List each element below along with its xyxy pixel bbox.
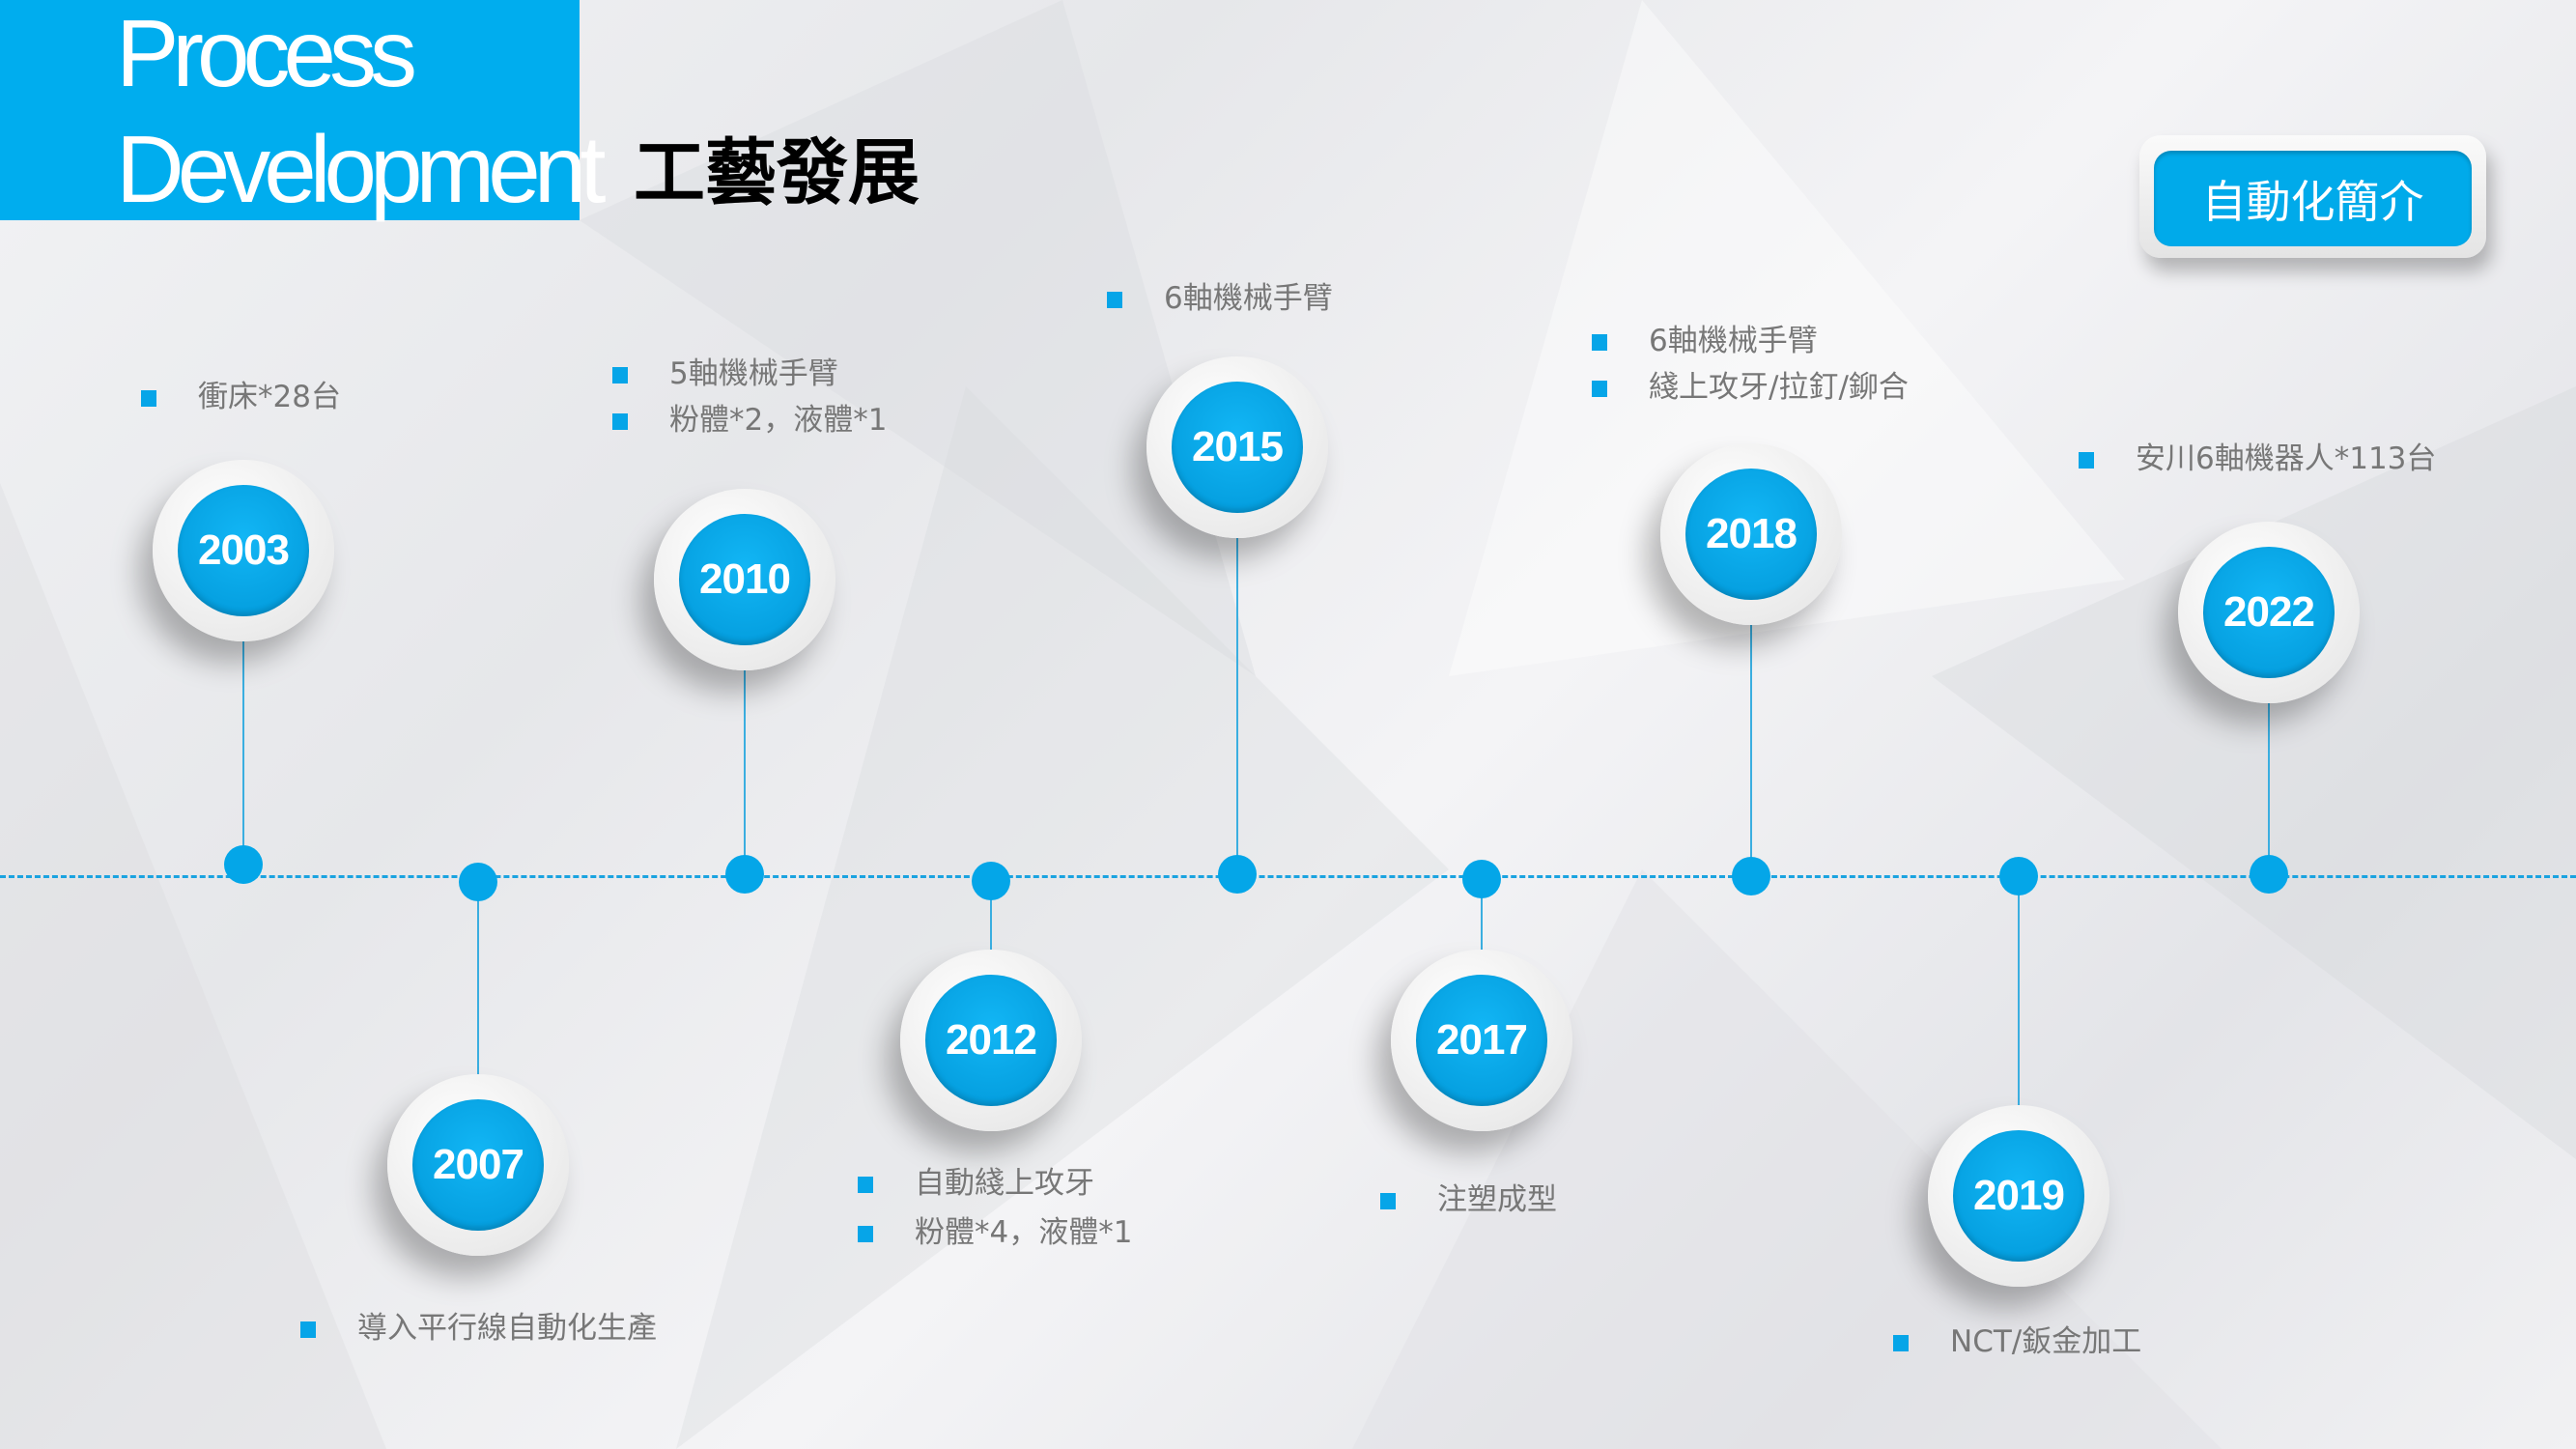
- milestone-note: 注塑成型: [1437, 1182, 1557, 1217]
- year-badge-2019[interactable]: 2019: [1928, 1105, 2109, 1287]
- year-badge-2022[interactable]: 2022: [2178, 522, 2360, 703]
- bullet-icon: [1592, 334, 1607, 351]
- timeline-dot[interactable]: [2250, 855, 2288, 894]
- timeline-dot[interactable]: [1462, 860, 1501, 898]
- milestone-connector: [2018, 876, 2020, 1196]
- timeline-dot[interactable]: [972, 862, 1010, 900]
- year-badge-2012[interactable]: 2012: [900, 950, 1082, 1131]
- milestone-note: 自動綫上攻牙: [915, 1166, 1094, 1201]
- bullet-icon: [1893, 1335, 1909, 1351]
- timeline-dot[interactable]: [224, 845, 263, 884]
- year-label: 2015: [1172, 382, 1303, 513]
- year-badge-2017[interactable]: 2017: [1391, 950, 1572, 1131]
- year-label: 2022: [2203, 547, 2335, 678]
- milestone-note: 安川6軸機器人*113台: [2136, 441, 2437, 476]
- timeline-dot[interactable]: [1218, 855, 1257, 894]
- milestone-note: 衝床*28台: [198, 380, 341, 414]
- bullet-icon: [2079, 452, 2094, 469]
- bullet-icon: [858, 1177, 873, 1193]
- milestone-note: 綫上攻牙/拉釘/鉚合: [1649, 370, 1909, 405]
- bullet-icon: [612, 367, 628, 384]
- milestone-note: 粉體*4，液體*1: [915, 1215, 1133, 1250]
- milestone-note: 5軸機械手臂: [669, 356, 838, 391]
- milestone-connector: [2268, 612, 2270, 874]
- year-label: 2018: [1685, 469, 1817, 600]
- bullet-icon: [1592, 381, 1607, 397]
- automation-intro-label[interactable]: 自動化簡介: [2154, 151, 2472, 246]
- year-badge-2010[interactable]: 2010: [654, 489, 835, 670]
- timeline-dot[interactable]: [1999, 857, 2038, 895]
- timeline-dot[interactable]: [459, 863, 497, 901]
- year-label: 2019: [1953, 1130, 2084, 1262]
- year-label: 2007: [412, 1099, 544, 1231]
- bullet-icon: [1380, 1193, 1396, 1209]
- header-banner: Process Development: [0, 0, 606, 220]
- milestone-note: 導入平行線自動化生產: [357, 1311, 657, 1346]
- automation-intro-button[interactable]: 自動化簡介: [2139, 135, 2486, 258]
- bullet-icon: [300, 1321, 316, 1338]
- milestone-note: NCT/鈑金加工: [1950, 1324, 2142, 1359]
- year-badge-2018[interactable]: 2018: [1660, 443, 1842, 625]
- year-badge-2003[interactable]: 2003: [153, 460, 334, 641]
- title-en-line2: Development: [116, 116, 606, 222]
- milestone-connector: [744, 580, 746, 874]
- timeline-axis: [0, 875, 2576, 878]
- bullet-icon: [1107, 292, 1122, 308]
- year-badge-2007[interactable]: 2007: [387, 1074, 569, 1256]
- milestone-connector: [477, 882, 479, 1165]
- milestone-connector: [242, 551, 244, 865]
- milestone-connector: [1750, 534, 1752, 876]
- year-label: 2012: [925, 975, 1057, 1106]
- bullet-icon: [612, 413, 628, 430]
- year-badge-2015[interactable]: 2015: [1146, 356, 1328, 538]
- page-title: 工藝發展: [634, 131, 920, 214]
- year-label: 2017: [1416, 975, 1547, 1106]
- title-en-line1: Process: [116, 0, 417, 106]
- timeline-dot[interactable]: [725, 855, 764, 894]
- milestone-note: 粉體*2，液體*1: [669, 403, 888, 438]
- milestone-note: 6軸機械手臂: [1164, 281, 1333, 316]
- bullet-icon: [858, 1226, 873, 1242]
- milestone-note: 6軸機械手臂: [1649, 324, 1818, 358]
- year-label: 2003: [178, 485, 309, 616]
- bullet-icon: [141, 390, 156, 407]
- milestone-connector: [1236, 447, 1238, 874]
- timeline-dot[interactable]: [1732, 857, 1770, 895]
- year-label: 2010: [679, 514, 810, 645]
